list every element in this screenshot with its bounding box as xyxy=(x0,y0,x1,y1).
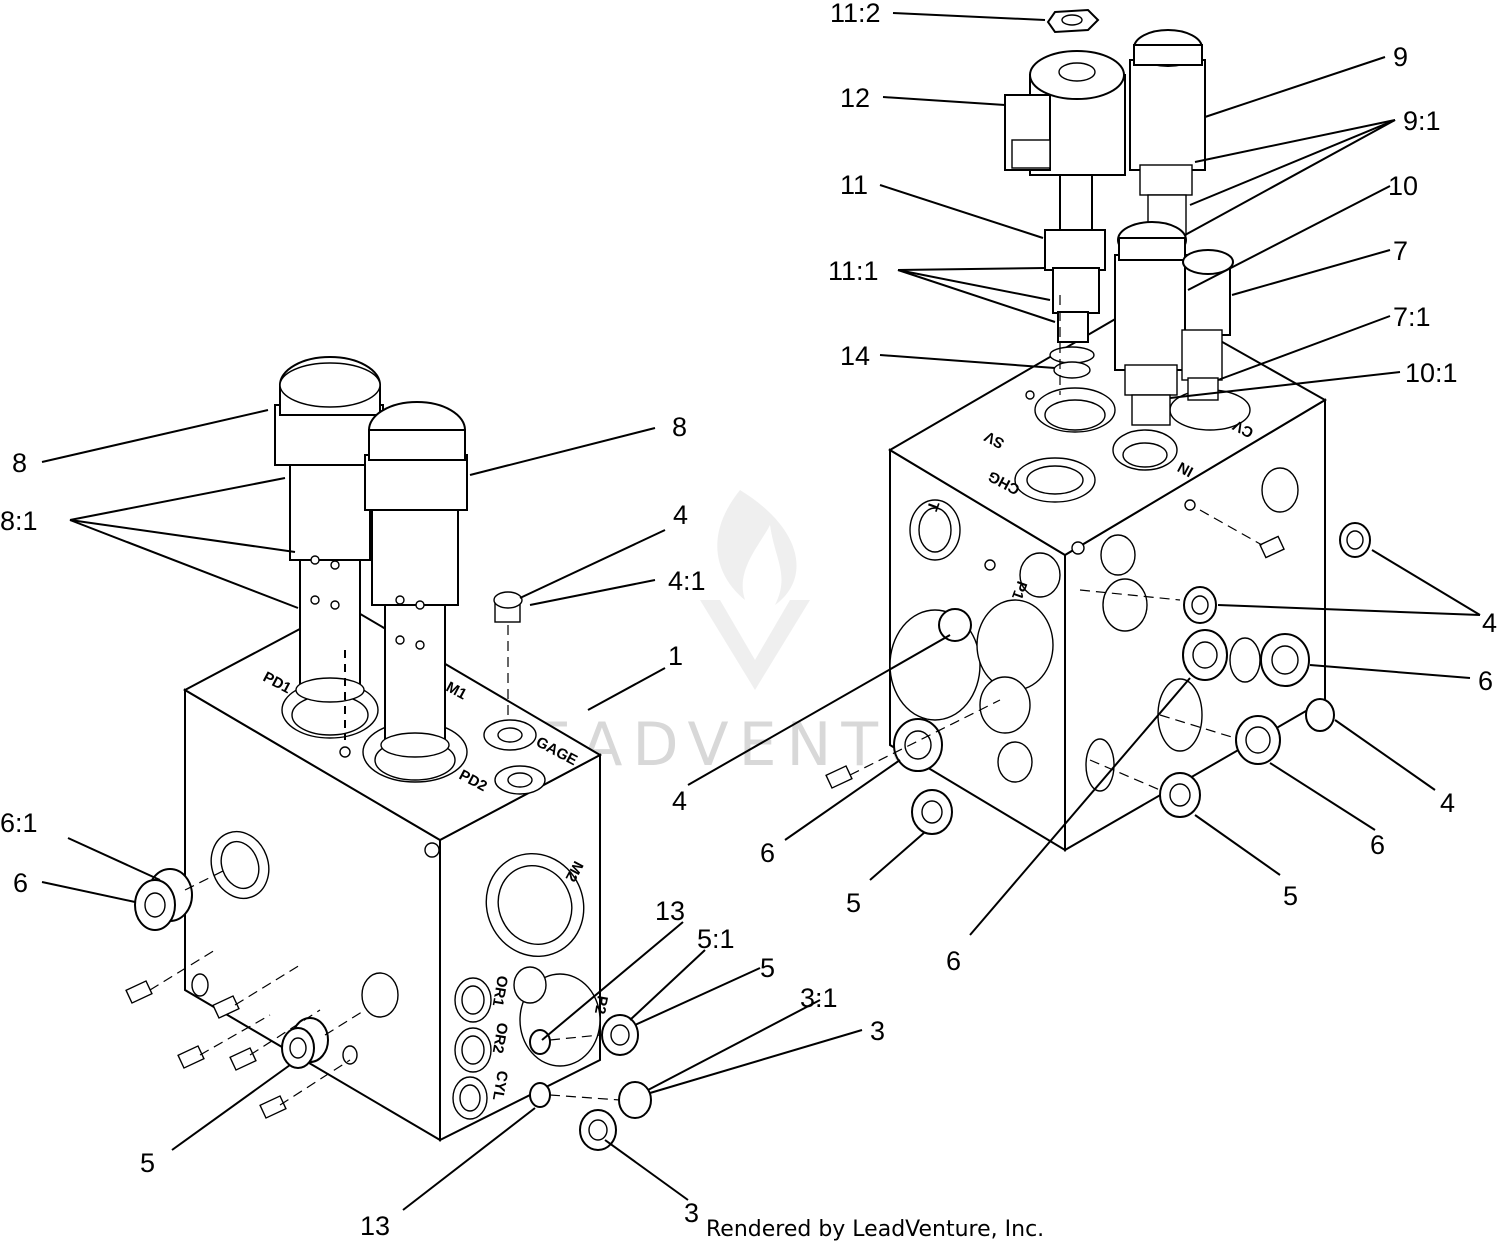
callout-4-1: 4:1 xyxy=(668,566,706,596)
callout-5-left-r: 5 xyxy=(846,888,861,918)
callout-4-right: 4 xyxy=(1482,608,1497,638)
callout-11-2: 11:2 xyxy=(830,0,881,28)
callout-4-lower: 4 xyxy=(1440,788,1455,818)
right-valve-7 xyxy=(1181,249,1234,401)
callout-13-top: 13 xyxy=(655,896,685,926)
left-cartridge-pd1 xyxy=(274,356,384,740)
callout-8-right: 8 xyxy=(672,412,687,442)
right-valve-10 xyxy=(1114,221,1188,426)
callout-11-1: 11:1 xyxy=(828,256,879,286)
left-cartridge-pd2 xyxy=(364,401,468,758)
callout-10-1: 10:1 xyxy=(1405,358,1458,388)
left-callout-labels: 8 8:1 8 4 4:1 1 6:1 6 13 5:1 5 3:1 3 5 1… xyxy=(0,412,885,1241)
callout-5-right: 5 xyxy=(760,953,775,983)
callout-7-1: 7:1 xyxy=(1393,302,1431,332)
callout-5-1: 5:1 xyxy=(697,924,735,954)
callout-6-right: 6 xyxy=(1478,666,1493,696)
callout-6: 6 xyxy=(13,868,28,898)
port-or2: OR2 xyxy=(489,1021,511,1054)
right-solenoid-coil-12 xyxy=(1004,50,1126,176)
callout-3-1: 3:1 xyxy=(800,983,838,1013)
port-p1: P1 xyxy=(1008,579,1030,602)
callout-12: 12 xyxy=(840,83,870,113)
right-leader-lines xyxy=(687,12,1481,936)
callout-3-lower: 3 xyxy=(684,1198,699,1228)
callout-7: 7 xyxy=(1393,236,1408,266)
footer-credit: Rendered by LeadVenture, Inc. xyxy=(706,1217,1044,1242)
right-valve-11 xyxy=(1044,174,1106,379)
port-p2: P2 xyxy=(591,994,611,1015)
callout-5-left: 5 xyxy=(140,1148,155,1178)
port-cyl: CYL xyxy=(489,1069,511,1101)
callout-6-left: 6 xyxy=(760,838,775,868)
callout-9: 9 xyxy=(1393,42,1408,72)
callout-8-1: 8:1 xyxy=(0,506,38,536)
callout-14: 14 xyxy=(840,341,870,371)
watermark-logo xyxy=(700,490,810,690)
callout-5-right-r: 5 xyxy=(1283,881,1298,911)
callout-6-1: 6:1 xyxy=(0,808,38,838)
left-right-plugs xyxy=(529,1014,652,1151)
left-plug-6 xyxy=(134,868,226,931)
callout-3-upper: 3 xyxy=(870,1016,885,1046)
left-plug-4 xyxy=(493,591,523,720)
callout-1: 1 xyxy=(668,641,683,671)
port-or1: OR1 xyxy=(489,974,511,1007)
callout-13-bottom: 13 xyxy=(360,1211,390,1241)
callout-8-left: 8 xyxy=(12,448,27,478)
callout-11: 11 xyxy=(840,170,868,200)
callout-6-bottom: 6 xyxy=(946,946,961,976)
left-plug-5 xyxy=(281,1009,366,1069)
right-nut-11-2 xyxy=(1046,8,1100,34)
callout-6-lower: 6 xyxy=(1370,830,1385,860)
callout-4-left: 4 xyxy=(672,786,687,816)
callout-10: 10 xyxy=(1388,171,1418,201)
right-valve-9 xyxy=(1129,29,1206,236)
left-small-plugs xyxy=(125,949,351,1119)
right-plugs xyxy=(825,295,1371,835)
callout-4: 4 xyxy=(673,500,688,530)
left-leader-lines xyxy=(41,409,863,1211)
right-callout-labels: 11:2 12 9 9:1 11 10 11:1 7 7:1 14 10:1 4… xyxy=(672,0,1497,976)
port-in: IN xyxy=(1175,458,1196,480)
callout-9-1: 9:1 xyxy=(1403,106,1441,136)
